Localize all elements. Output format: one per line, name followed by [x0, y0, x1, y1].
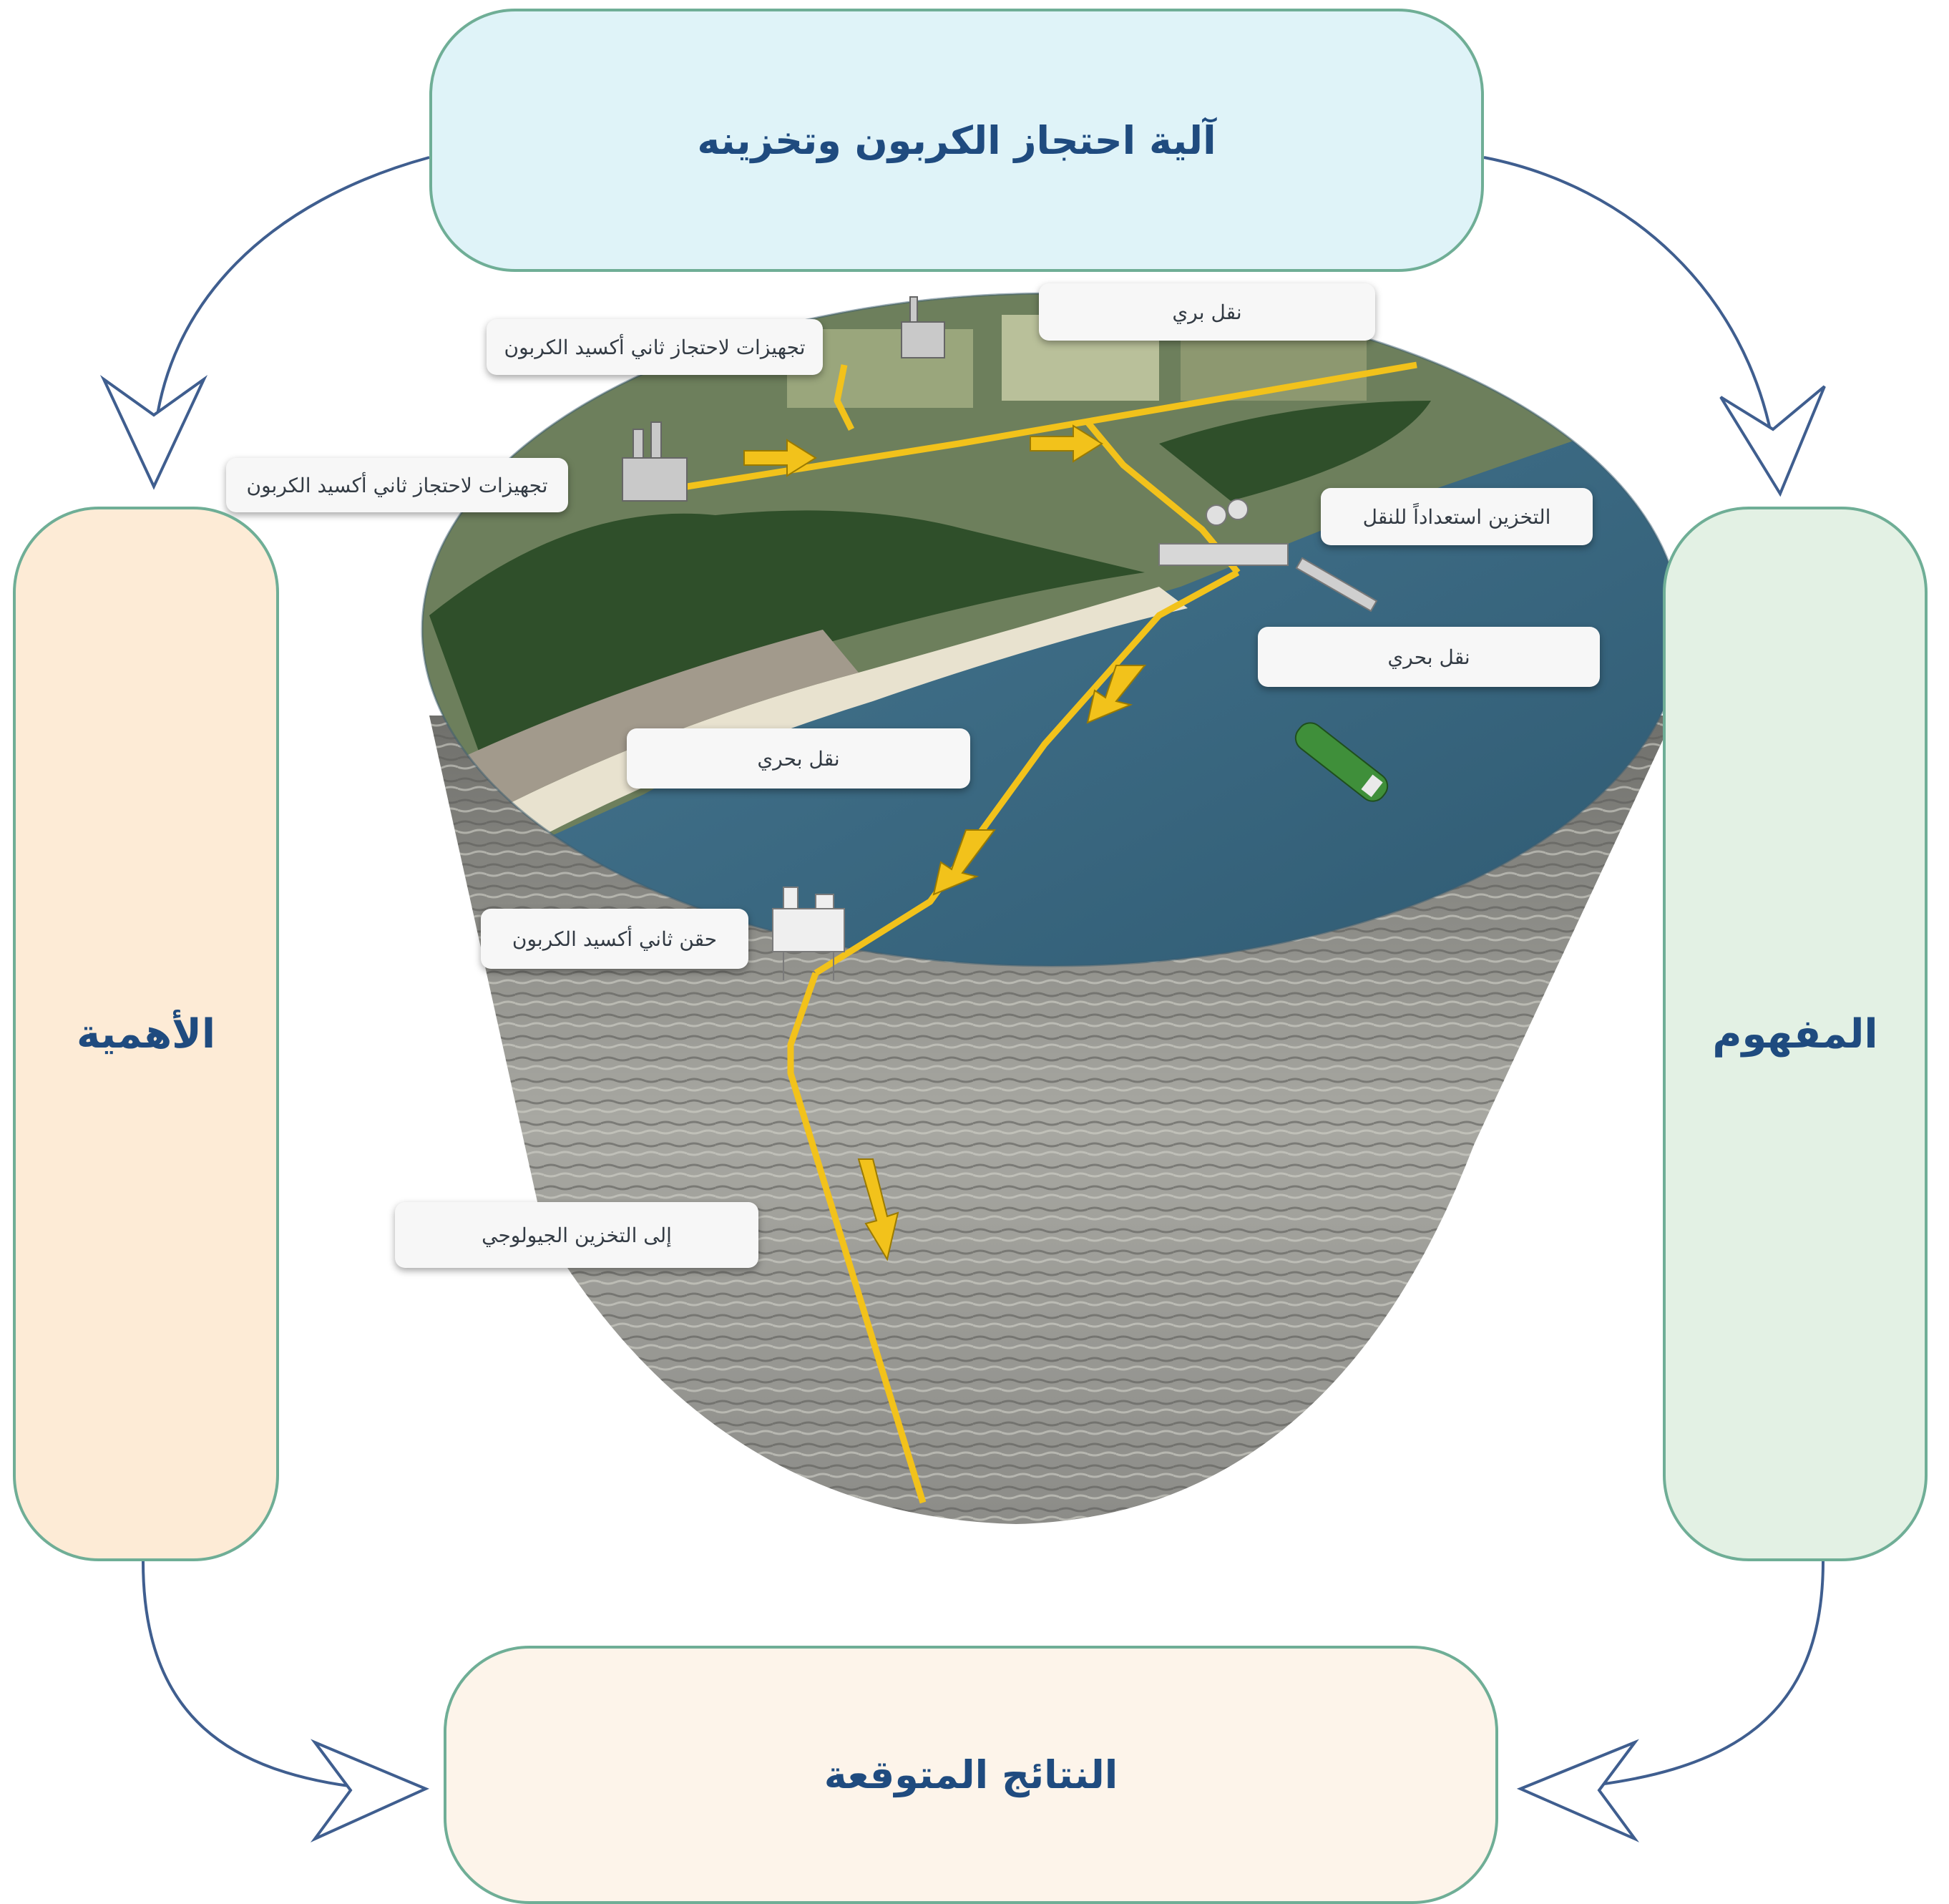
pipeline-arrow-icon [1086, 665, 1147, 724]
pipeline-arrow-icon [743, 439, 817, 477]
callout-geological-storage: إلى التخزين الجيولوجي [395, 1202, 758, 1268]
concept-label: المفهوم [1712, 1010, 1878, 1058]
pipeline-arrow-icon [1030, 424, 1103, 463]
callout-capture-equipment-2: تجهيزات لاحتجاز ثاني أكسيد الكربون [226, 458, 568, 512]
storage-tanks [1158, 499, 1378, 612]
pipeline-arrow-icon [932, 829, 996, 896]
pipeline-arrow-icon [857, 1158, 899, 1261]
cycle-arrow-bottom-left [142, 1561, 373, 1790]
pipeline-sea [814, 570, 1240, 976]
cycle-arrow-icon [1516, 1739, 1640, 1842]
cycle-arrow-bottom-right [1559, 1561, 1825, 1790]
callout-capture-equipment-1: تجهيزات لاحتجاز ثاني أكسيد الكربون [487, 319, 823, 375]
importance-label: الأهمية [76, 1010, 216, 1058]
callout-sea-transport-1: نقل بحري [1258, 627, 1600, 687]
diagram-title: آلية احتجاز الكربون وتخزينه [697, 117, 1216, 163]
title-box: آلية احتجاز الكربون وتخزينه [429, 9, 1484, 272]
pipeline-injection [787, 972, 927, 1504]
concept-box: المفهوم [1663, 507, 1928, 1561]
expected-results-box: النتائج المتوقعة [444, 1646, 1498, 1904]
cycle-arrow-icon [1719, 385, 1826, 497]
ship-icon [1294, 722, 1389, 802]
callout-land-transport: نقل بري [1039, 283, 1375, 341]
callout-sea-transport-2: نقل بحري [627, 728, 970, 789]
importance-box: الأهمية [13, 507, 279, 1561]
callout-storage-for-transport: التخزين استعداداً للنقل [1321, 488, 1593, 545]
cycle-arrow-icon [99, 374, 208, 490]
expected-results-label: النتائج المتوقعة [824, 1752, 1118, 1797]
cycle-arrow-icon [310, 1739, 430, 1842]
callout-co2-injection: حقن ثاني أكسيد الكربون [481, 909, 748, 969]
cycle-arrow-top-left [152, 156, 430, 444]
pipeline-land [686, 361, 1417, 490]
factory-icon [622, 296, 945, 502]
offshore-platform-icon [772, 887, 845, 980]
cycle-arrow-top-right [1483, 156, 1774, 444]
shoreline [458, 587, 1188, 866]
